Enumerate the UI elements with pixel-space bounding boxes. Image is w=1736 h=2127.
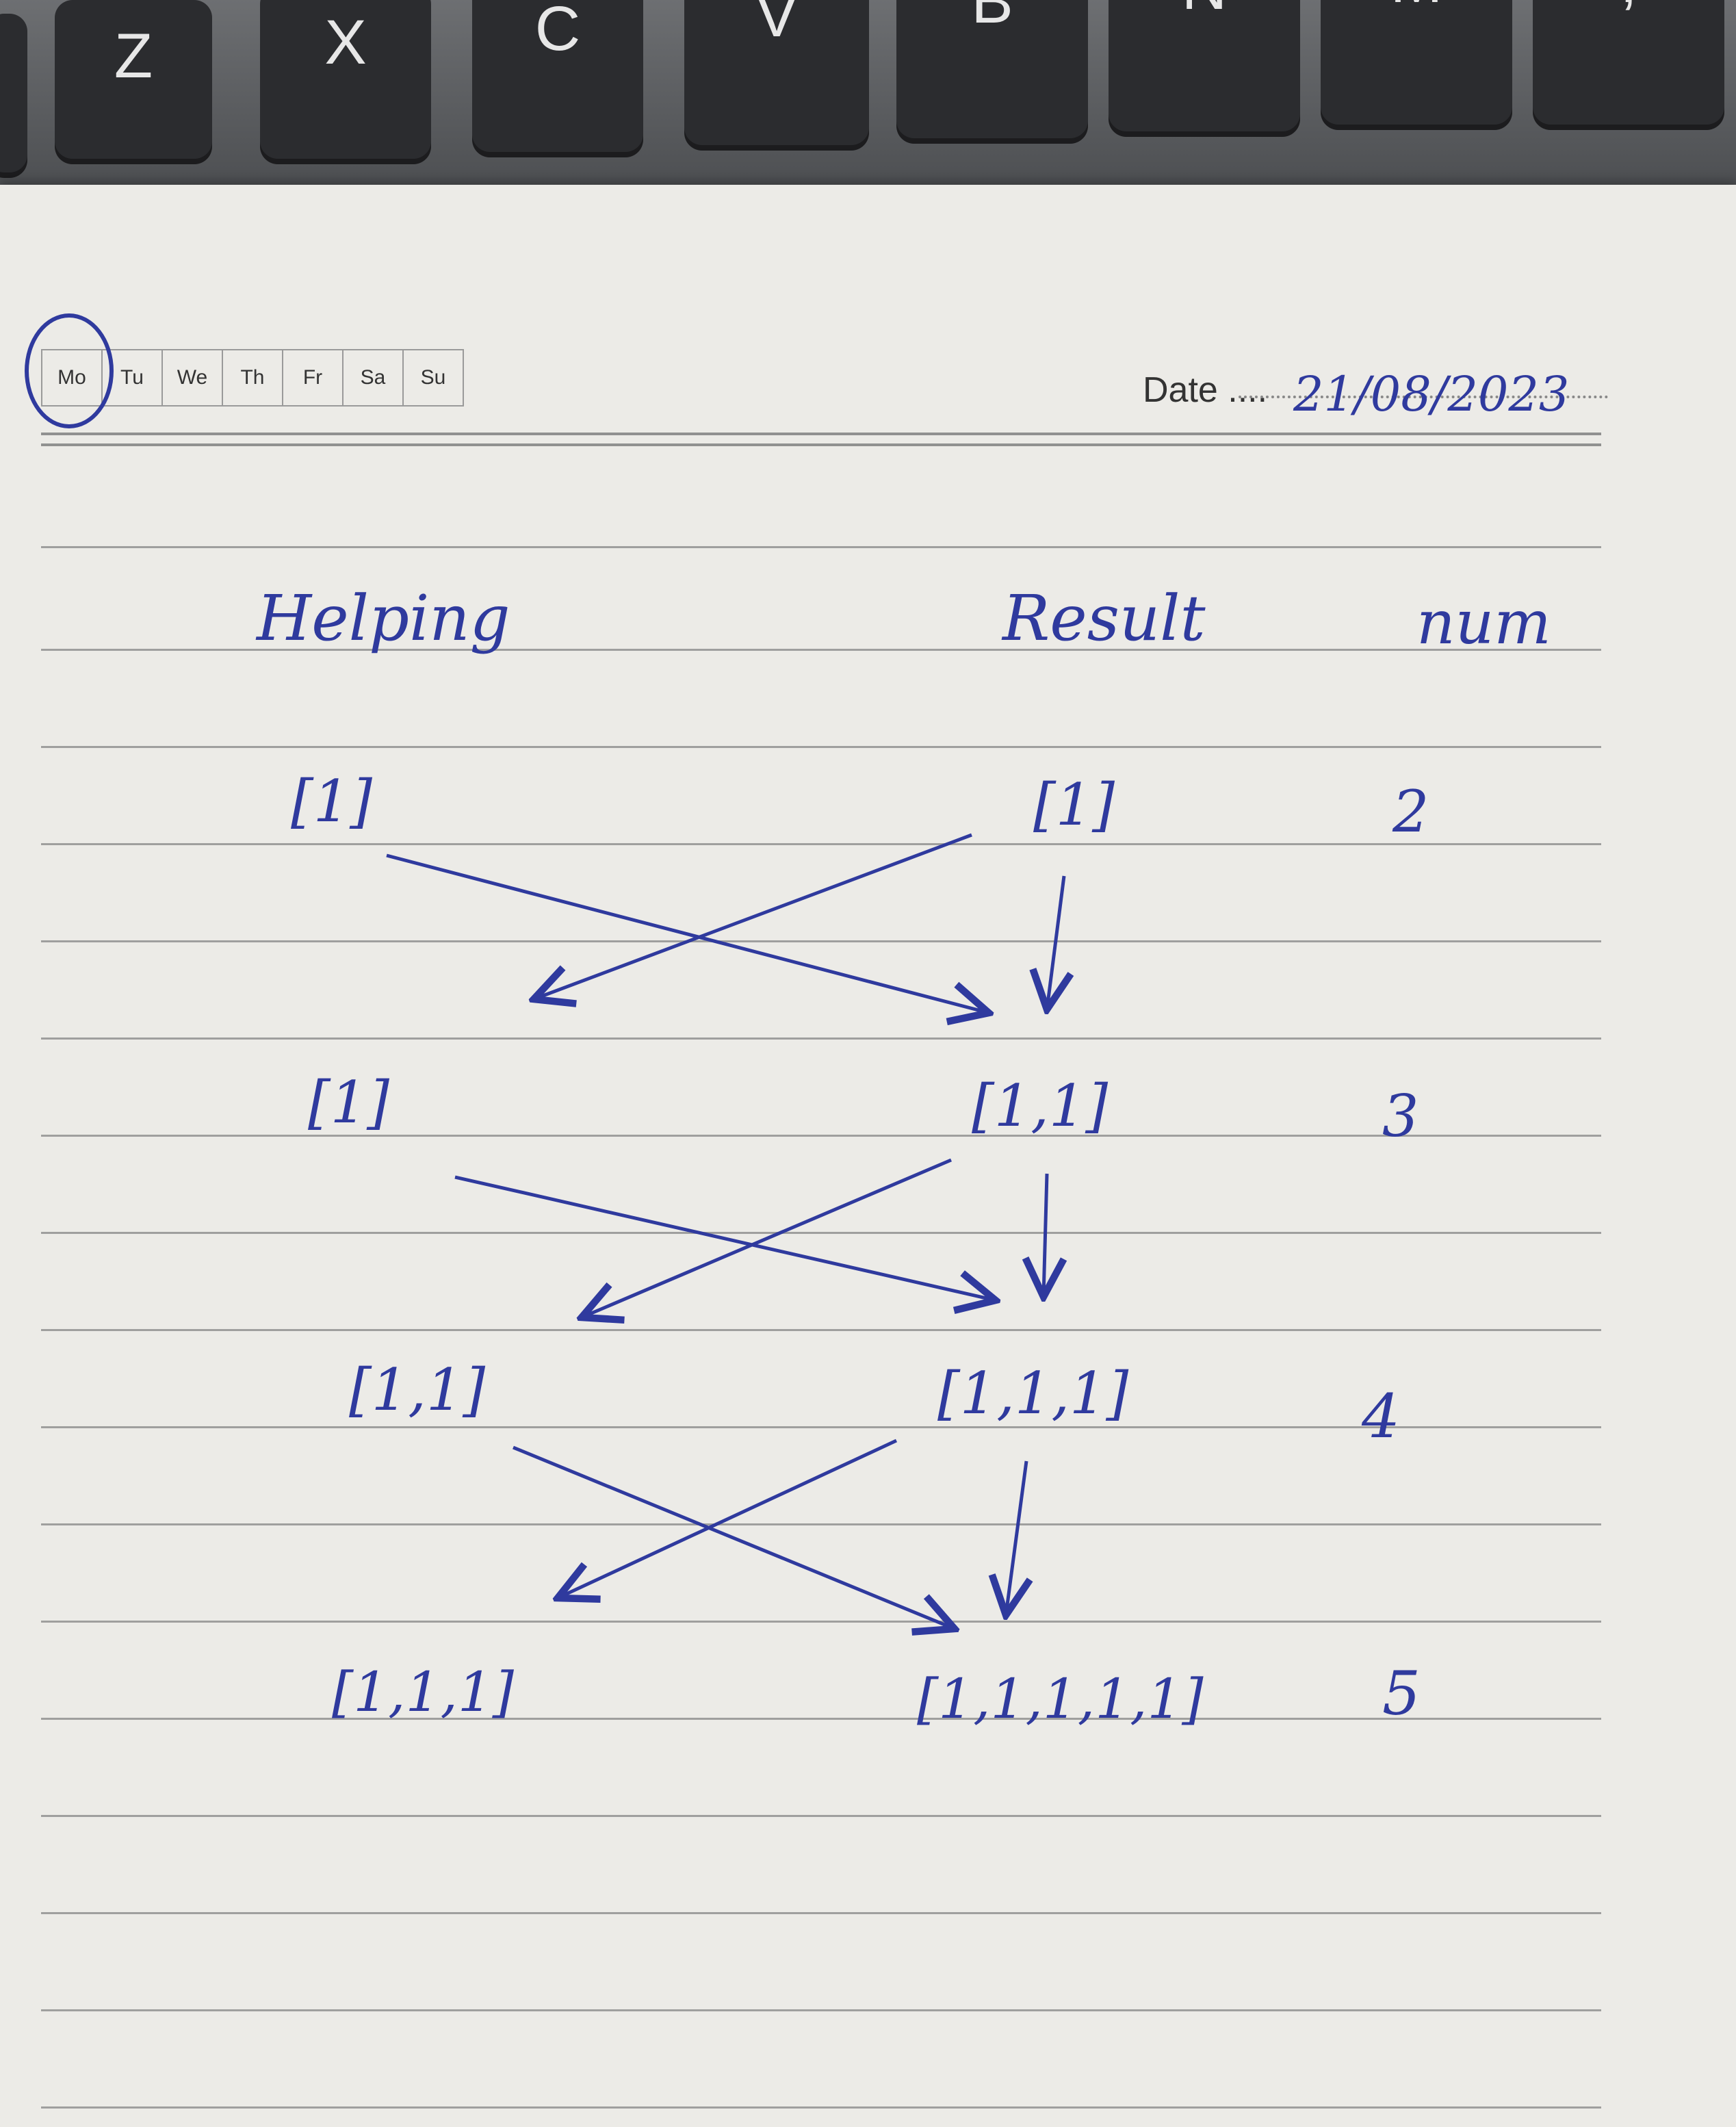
arrow-result-to-helping — [558, 1439, 898, 1598]
num-value-row4: 5 — [1382, 1658, 1421, 1729]
result-value-row1: [1] — [1033, 771, 1115, 838]
ruled-line — [41, 1232, 1601, 1234]
helping-value-row3: [1,1] — [349, 1356, 485, 1423]
helping-value-row1: [1] — [291, 768, 372, 835]
arrow-helping-to-result — [386, 853, 989, 1013]
keyboard-key-b: B — [896, 0, 1088, 144]
arrow-result-to-helping — [582, 1158, 952, 1317]
selected-day-circle — [25, 313, 114, 428]
header-rule — [41, 433, 1601, 435]
weekday-fr: Fr — [283, 350, 344, 405]
ruled-line — [41, 940, 1601, 942]
helping-value-row4: [1,1,1] — [332, 1660, 515, 1724]
ruled-line — [41, 843, 1601, 845]
ruled-line — [41, 1621, 1601, 1623]
result-value-row3: [1,1,1] — [937, 1360, 1129, 1427]
ruled-line — [41, 746, 1601, 748]
weekday-tu: Tu — [103, 350, 163, 405]
result-value-row4: [1,1,1,1,1] — [917, 1667, 1204, 1731]
ruled-line — [41, 1037, 1601, 1040]
ruled-line — [41, 1523, 1601, 1525]
ruled-line — [41, 1912, 1601, 1914]
date-value: 21/08/2023 — [1293, 366, 1569, 422]
header-helping: Helping — [255, 582, 510, 655]
ruled-line — [41, 1329, 1601, 1331]
keyboard-key-v: V — [684, 0, 869, 151]
keyboard-key-edge — [0, 14, 27, 178]
keyboard-key-n: N — [1109, 0, 1300, 137]
arrow-helping-to-result — [454, 1175, 996, 1300]
ruled-line — [41, 546, 1601, 548]
keyboard-key-x: X — [260, 0, 431, 164]
keyboard-key-z: Z — [55, 0, 212, 164]
arrow-result-to-helping — [534, 833, 972, 999]
helping-value-row2: [1] — [308, 1069, 389, 1136]
header-result: Result — [1001, 582, 1206, 655]
keyboard-key-c: C — [472, 0, 643, 157]
result-value-row2: [1,1] — [972, 1072, 1108, 1139]
num-value-row2: 3 — [1382, 1083, 1418, 1150]
date-label: Date .... — [1143, 370, 1268, 410]
arrow-result-down — [1044, 1173, 1047, 1297]
ruled-line — [41, 1426, 1601, 1428]
ruled-line — [41, 1815, 1601, 1817]
weekday-su: Su — [420, 366, 446, 389]
header-rule-2 — [41, 443, 1601, 446]
ruled-line — [41, 2106, 1601, 2109]
ruled-line — [41, 2009, 1601, 2011]
header-num: num — [1416, 587, 1551, 658]
date-dotted-line — [1239, 396, 1608, 398]
ruled-line — [41, 649, 1601, 651]
notebook-page: Mo Tu We Th Fr Sa Su Date .... — [0, 185, 1736, 2127]
arrow-result-down — [1047, 875, 1064, 1009]
num-value-row3: 4 — [1361, 1381, 1400, 1452]
ruled-line — [41, 1718, 1601, 1720]
arrow-result-down — [1006, 1460, 1026, 1615]
laptop-keyboard: Z X C V B N M , — [0, 0, 1736, 205]
weekday-we: We — [163, 350, 223, 405]
keyboard-key-comma: , — [1533, 0, 1724, 130]
weekday-sa: Sa — [344, 350, 404, 405]
weekday-th: Th — [223, 350, 283, 405]
ruled-line — [41, 1135, 1601, 1137]
num-value-row1: 2 — [1392, 778, 1429, 845]
arrow-helping-to-result — [513, 1445, 955, 1629]
keyboard-key-m: M — [1321, 0, 1512, 130]
